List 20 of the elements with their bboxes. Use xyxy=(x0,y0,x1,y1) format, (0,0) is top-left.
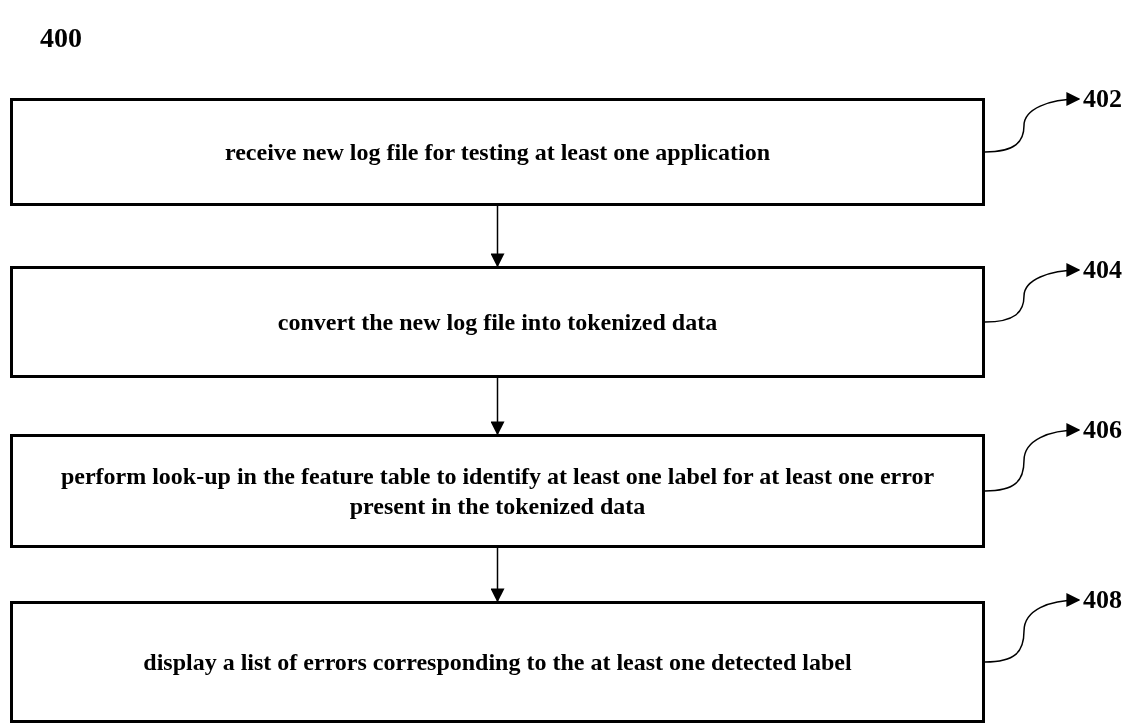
step-text: receive new log file for testing at least one application xyxy=(225,138,770,167)
leader-arrow xyxy=(984,92,1081,153)
arrow xyxy=(490,205,505,268)
reference-number: 408 xyxy=(1083,585,1141,615)
figure-number: 400 xyxy=(40,22,82,54)
leader-arrow xyxy=(984,423,1081,492)
process-box xyxy=(10,98,985,206)
process-box xyxy=(10,266,985,378)
arrow xyxy=(490,377,505,436)
process-box xyxy=(10,434,985,548)
step-text: convert the new log file into tokenized data xyxy=(277,308,718,337)
leader-arrow xyxy=(984,593,1081,663)
process-box xyxy=(10,601,985,723)
arrow xyxy=(490,547,505,603)
step-text: display a list of errors corresponding to the at least one detected label xyxy=(143,648,852,677)
reference-number: 402 xyxy=(1083,84,1141,114)
reference-number: 404 xyxy=(1083,255,1141,285)
leader-arrow xyxy=(984,263,1081,323)
reference-number: 406 xyxy=(1083,415,1141,445)
step-text: perform look-up in the feature table to identify at least one label for at least one error present in the tokenized data xyxy=(59,462,936,521)
